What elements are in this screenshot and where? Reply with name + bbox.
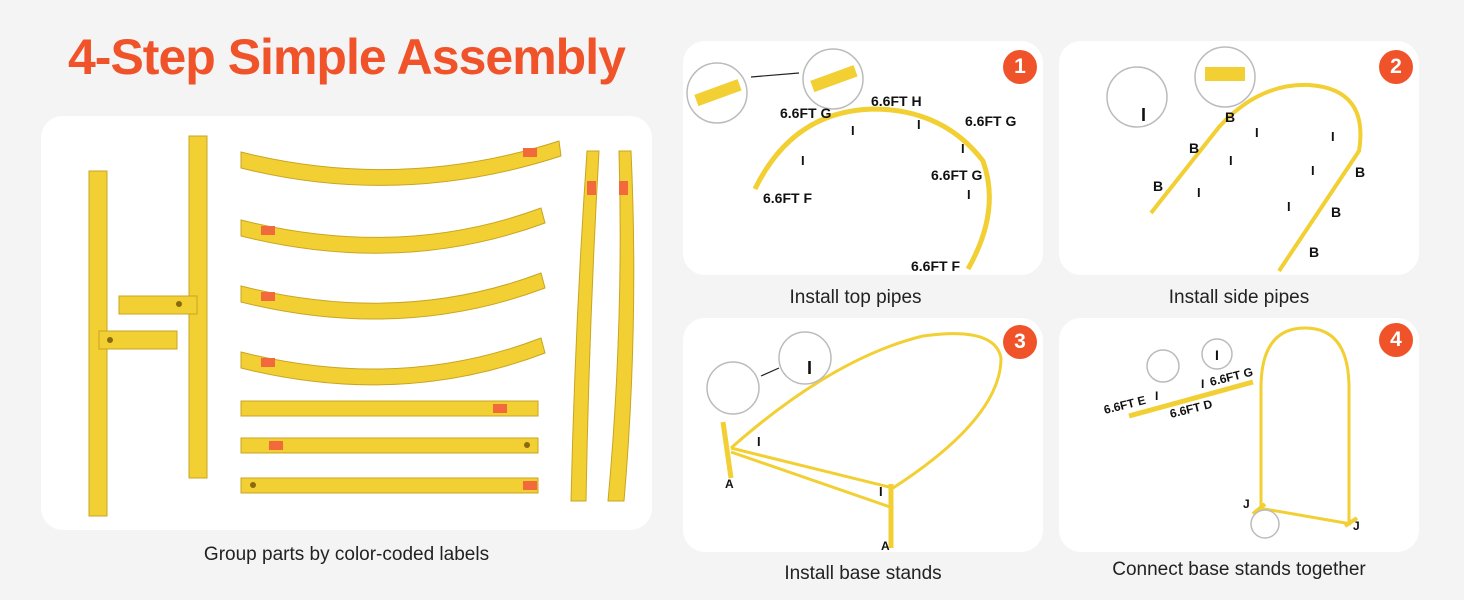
step-1-badge: 1 (1003, 50, 1037, 84)
label-6-6ft-g-mid: 6.6FT G (931, 167, 982, 183)
curved-pipe (240, 272, 546, 320)
step-1-card: 6.6FT G 6.6FT H 6.6FT G 6.6FT G 6.6FT F … (683, 41, 1043, 275)
screw-label: I (851, 123, 855, 138)
side-pipe (607, 150, 635, 502)
bolt-hole (250, 482, 256, 488)
screw-label: I (917, 117, 921, 132)
screw-label: I (1201, 377, 1204, 391)
b-label: B (1153, 178, 1163, 194)
color-label-tag (261, 226, 275, 235)
screw-label: I (1229, 153, 1233, 168)
step-2-illustration: B B B B B B I I I I I I I (1106, 46, 1365, 273)
side-pipe (570, 150, 600, 502)
screw-label: I (1255, 125, 1259, 140)
curved-pipe (240, 337, 546, 386)
screw-label: I (1155, 389, 1158, 403)
screw-label: I (801, 153, 805, 168)
label-6-6ft-h: 6.6FT H (871, 93, 922, 109)
screw-label: I (757, 434, 761, 449)
screw-label: I (1311, 163, 1315, 178)
color-label-tag (587, 181, 596, 195)
screw-label: I (1141, 105, 1146, 125)
label-6-6ft-g-left: 6.6FT G (780, 105, 831, 121)
bolt-hole (524, 442, 530, 448)
label-6-6ft-g-right: 6.6FT G (965, 113, 1016, 129)
parts-caption: Group parts by color-coded labels (203, 544, 490, 565)
label-6-6ft-f-bottom: 6.6FT F (911, 258, 960, 274)
a-label: A (725, 477, 734, 491)
color-label-tag (523, 481, 537, 490)
step-1-illustration: 6.6FT G 6.6FT H 6.6FT G 6.6FT G 6.6FT F … (686, 48, 1016, 274)
parts-panel (41, 116, 652, 530)
label-6-6ft-f-left: 6.6FT F (763, 190, 812, 206)
screw-label: I (1287, 199, 1291, 214)
bolt-hole (107, 337, 113, 343)
color-label-tag (523, 148, 537, 157)
j-label: J (1353, 519, 1360, 533)
page-title: 4-Step Simple Assembly (68, 29, 626, 85)
step-4-card: 6.6FT E 6.6FT D 6.6FT G J J I I I 4 (1059, 318, 1419, 552)
j-label: J (1243, 497, 1250, 511)
color-label-tag (261, 358, 275, 367)
screw-label: I (807, 358, 812, 378)
b-label: B (1355, 164, 1365, 180)
step-2-badge: 2 (1379, 50, 1413, 84)
b-label: B (1189, 140, 1199, 156)
screw-label: I (967, 187, 971, 202)
screw-label: I (1215, 347, 1219, 363)
color-label-tag (269, 441, 283, 450)
step-3-caption: Install base stands (784, 563, 942, 584)
step-3-badge: 3 (1003, 325, 1037, 359)
step-1-caption: Install top pipes (789, 287, 922, 308)
b-label: B (1225, 109, 1235, 125)
straight-pipe (240, 437, 539, 454)
step-3-illustration: A A I I I (706, 331, 1003, 552)
screw-label: I (1331, 129, 1335, 144)
straight-pipe (240, 477, 539, 494)
step-3-card: A A I I I 3 (683, 318, 1043, 552)
curved-pipe (240, 140, 562, 186)
curved-pipe (240, 207, 546, 254)
step-2-card: B B B B B B I I I I I I I 2 (1059, 41, 1419, 275)
color-label-tag (493, 404, 507, 413)
color-label-tag (261, 292, 275, 301)
bolt-hole (176, 301, 182, 307)
step-4-illustration: 6.6FT E 6.6FT D 6.6FT G J J I I I (1102, 326, 1360, 539)
screw-label: I (879, 484, 883, 499)
parts-illustration (88, 135, 635, 517)
b-label: B (1331, 204, 1341, 220)
screw-label: I (1197, 185, 1201, 200)
step-4-badge: 4 (1379, 323, 1413, 357)
base-stand-foot (118, 295, 198, 315)
step-2-caption: Install side pipes (1168, 287, 1310, 308)
screw-label: I (961, 141, 965, 156)
b-label: B (1309, 244, 1319, 260)
base-stand-foot (98, 330, 178, 350)
a-label: A (881, 539, 890, 552)
color-label-tag (619, 181, 628, 195)
step-4-caption: Connect base stands together (1112, 559, 1366, 580)
straight-pipe (240, 400, 539, 417)
